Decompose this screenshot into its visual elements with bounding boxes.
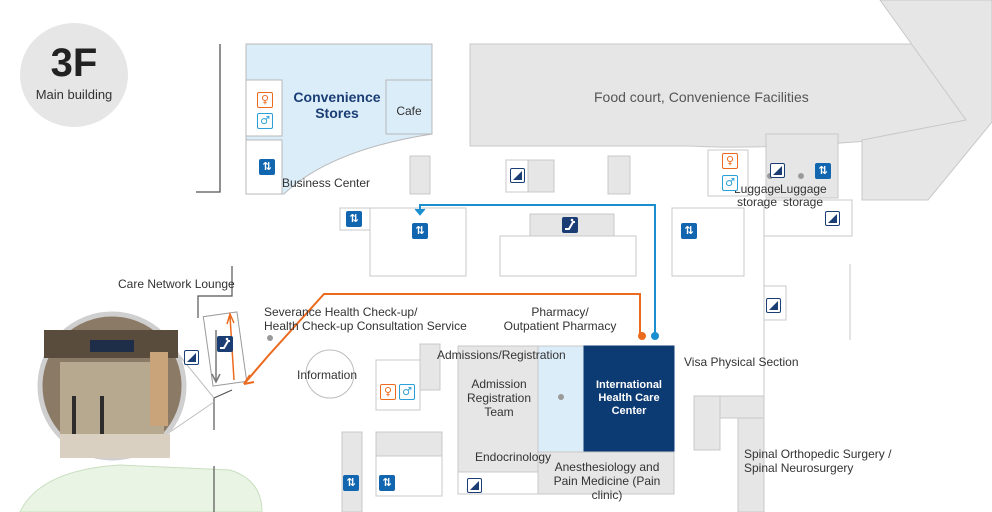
stairs-icon [467,478,482,493]
floor-number: 3F [50,41,98,85]
stairs-icon [825,211,840,226]
label-care-network-lounge: Care Network Lounge [118,277,235,291]
label-pharmacy: Pharmacy/ Outpatient Pharmacy [503,305,617,333]
escalator-icon [562,217,578,233]
label-luggage-1: Luggage storage [734,182,781,209]
label-endocrinology: Endocrinology [475,450,552,464]
label-visa-physical: Visa Physical Section [684,355,799,369]
label-luggage-2: Luggage storage [780,182,827,209]
restroom-block-left [245,79,283,137]
label-food-court: Food court, Convenience Facilities [594,89,809,105]
stairs-icon [510,168,525,183]
label-anesthesiology: Anesthesiology and Pain Medicine (Pain c… [553,460,661,502]
restroom-female-icon: ♀ [257,92,273,108]
restroom-female-icon: ♀ [722,153,738,169]
restroom-male-icon: ♂ [257,113,273,129]
elevator-icon: ⇅ [346,211,362,227]
elevator-icon: ⇅ [815,163,831,179]
elevator-icon: ⇅ [379,475,395,491]
route-orange [243,293,641,385]
stairs-icon [770,163,785,178]
wall-care-lounge [197,266,233,318]
route-blue [419,204,656,334]
restroom-male-icon: ♂ [399,384,415,400]
stairs-icon [766,298,781,313]
restroom-male-icon: ♂ [722,175,738,191]
stairs-icon [184,350,199,365]
garden-area [19,464,263,512]
label-spinal-surgery: Spinal Orthopedic Surgery / Spinal Neuro… [744,447,892,475]
label-admission-team: Admission Registration Team [466,377,532,419]
escalator-icon [217,336,233,352]
label-admissions-registration: Admissions/Registration [437,348,566,362]
label-health-checkup: Severance Health Check-up/ Health Check-… [264,305,467,333]
elevator-icon: ⇅ [343,475,359,491]
cafe-room [385,79,433,135]
label-information: Information [296,368,358,382]
food-court-right [861,0,992,201]
information-desk [305,349,355,399]
wall-left-upper [196,44,221,193]
elevator-icon: ⇅ [412,223,428,239]
building-name: Main building [35,87,113,102]
restroom-female-icon: ♀ [380,384,396,400]
floor-badge: 3F Main building [20,23,128,127]
label-cafe: Cafe [396,104,422,118]
label-international-health-care-center: International Health Care Center [595,379,662,417]
international-health-care-center-room [583,345,675,453]
elevator-icon: ⇅ [259,159,275,175]
elevator-icon: ⇅ [681,223,697,239]
label-business-center: Business Center [282,176,371,190]
label-convenience-stores: Convenience Stores [293,89,381,121]
